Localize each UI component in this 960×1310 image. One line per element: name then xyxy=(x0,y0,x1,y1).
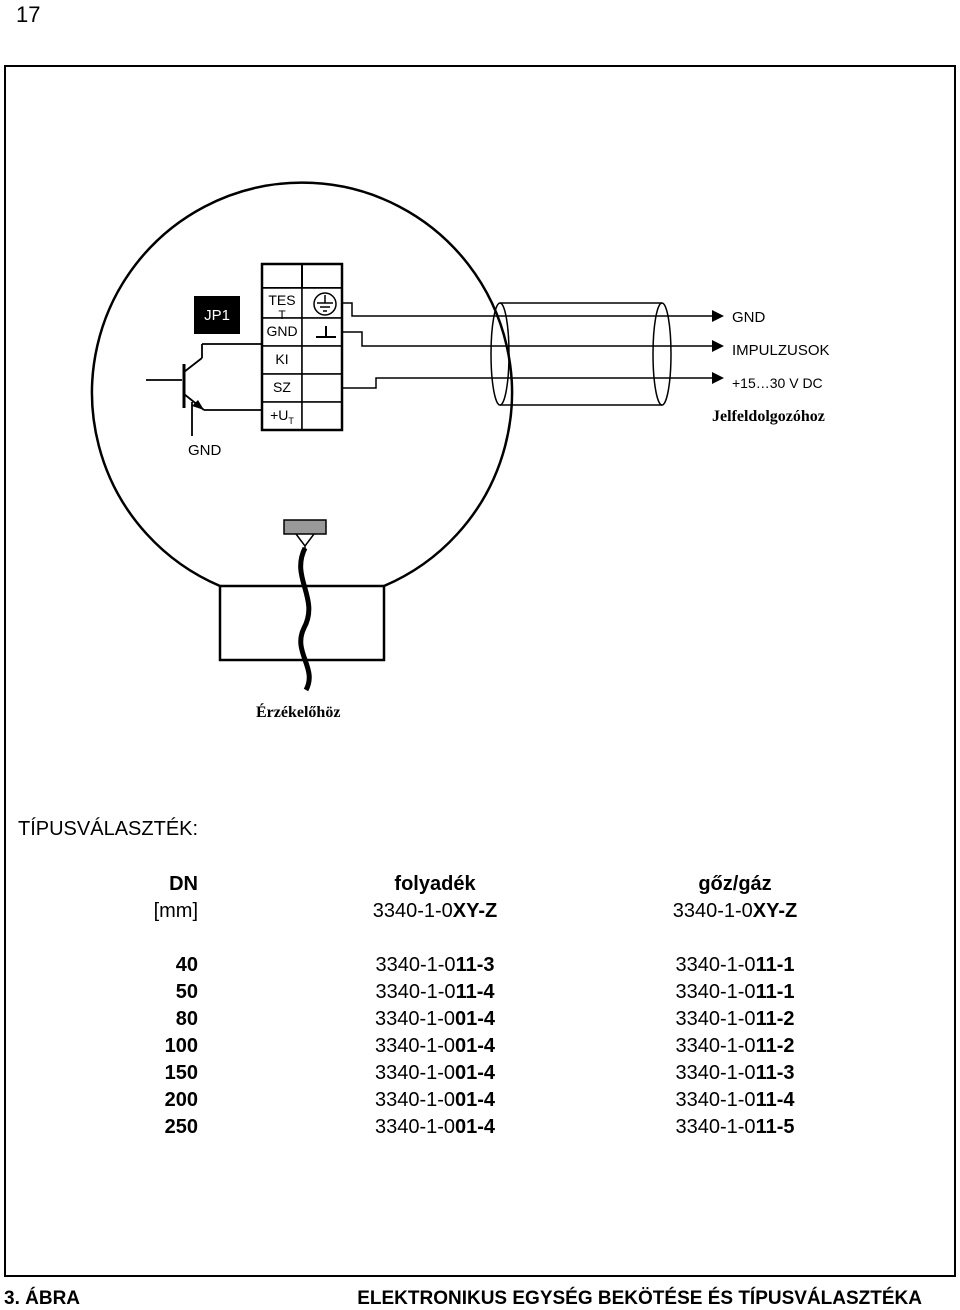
header-liquid-code: 3340-1-0XY-Z xyxy=(372,900,498,922)
transistor-icon xyxy=(146,343,262,436)
sensor-cable xyxy=(298,546,312,692)
header-gas-code: 3340-1-0XY-Z xyxy=(672,900,798,922)
header-liquid: folyadék xyxy=(394,873,476,895)
row-dn: 200 xyxy=(164,1089,198,1111)
terminal-supply-sub: T xyxy=(288,415,294,426)
terminal-gnd-label: GND xyxy=(266,323,298,339)
wiring-diagram xyxy=(90,181,724,692)
shielded-cable xyxy=(490,302,712,406)
row-gas-code: 3340-1-011-4 xyxy=(675,1089,795,1111)
terminal-test-text-1: TES xyxy=(268,292,296,308)
row-liquid-code: 3340-1-001-4 xyxy=(374,1116,496,1138)
row-gas-code: 3340-1-011-2 xyxy=(675,1008,795,1030)
enclosure-outline xyxy=(90,181,514,588)
terminal-block xyxy=(260,262,344,432)
terminal-supply-text: +U xyxy=(270,407,289,423)
row-dn: 50 xyxy=(175,981,198,1003)
row-liquid-code: 3340-1-001-4 xyxy=(374,1035,496,1057)
row-dn: 250 xyxy=(164,1116,198,1138)
row-liquid-code: 3340-1-011-4 xyxy=(375,981,495,1003)
jumper-jp1: JP1 xyxy=(194,296,240,334)
row-liquid-code: 3340-1-001-4 xyxy=(374,1008,496,1030)
signal-wires xyxy=(342,302,500,389)
ground-icon xyxy=(316,326,336,338)
row-gas-code: 3340-1-011-5 xyxy=(675,1116,795,1138)
page-frame xyxy=(4,65,956,1277)
cable-pulses-label: IMPULZUSOK xyxy=(732,342,830,359)
header-dn-unit: [mm] xyxy=(153,900,198,922)
row-gas-code: 3340-1-011-1 xyxy=(675,981,795,1003)
transistor-gnd-label: GND xyxy=(188,442,222,459)
row-dn: 40 xyxy=(175,954,198,976)
terminal-sz-label: SZ xyxy=(273,379,291,395)
row-liquid-code: 3340-1-011-3 xyxy=(375,954,495,976)
cable-supply-label: +15…30 V DC xyxy=(732,375,823,391)
row-gas-code: 3340-1-011-2 xyxy=(675,1035,795,1057)
figure-title: ELEKTRONIKUS EGYSÉG BEKÖTÉSE ÉS TÍPUSVÁL… xyxy=(357,1288,922,1309)
row-liquid-code: 3340-1-001-4 xyxy=(374,1089,496,1111)
sensor-connector xyxy=(283,519,327,535)
type-table-title: TÍPUSVÁLASZTÉK: xyxy=(18,818,199,840)
row-dn: 150 xyxy=(164,1062,198,1084)
row-gas-code: 3340-1-011-3 xyxy=(675,1062,795,1084)
header-gas: gőz/gáz xyxy=(698,873,772,895)
terminal-supply-label: +UT xyxy=(262,407,302,426)
row-gas-code: 3340-1-011-1 xyxy=(675,954,795,976)
cable-gnd-label: GND xyxy=(732,309,766,326)
sensor-label: Érzékelőhöz xyxy=(256,704,341,721)
emitter-arrow-icon xyxy=(192,400,204,410)
row-dn: 100 xyxy=(164,1035,198,1057)
terminal-test-text-2: T xyxy=(278,308,286,322)
row-liquid-code: 3340-1-001-4 xyxy=(374,1062,496,1084)
row-dn: 80 xyxy=(175,1008,198,1030)
cable-destination-label: Jelfeldolgozóhoz xyxy=(712,408,825,425)
terminal-ki-label: KI xyxy=(275,351,289,367)
figure-number: 3. ÁBRA xyxy=(4,1288,81,1309)
protective-earth-icon xyxy=(313,292,337,316)
cable-arrows xyxy=(712,310,724,384)
sensor-cable-fan xyxy=(295,533,315,550)
header-dn: DN xyxy=(169,873,198,895)
page-number: 17 xyxy=(16,2,41,27)
